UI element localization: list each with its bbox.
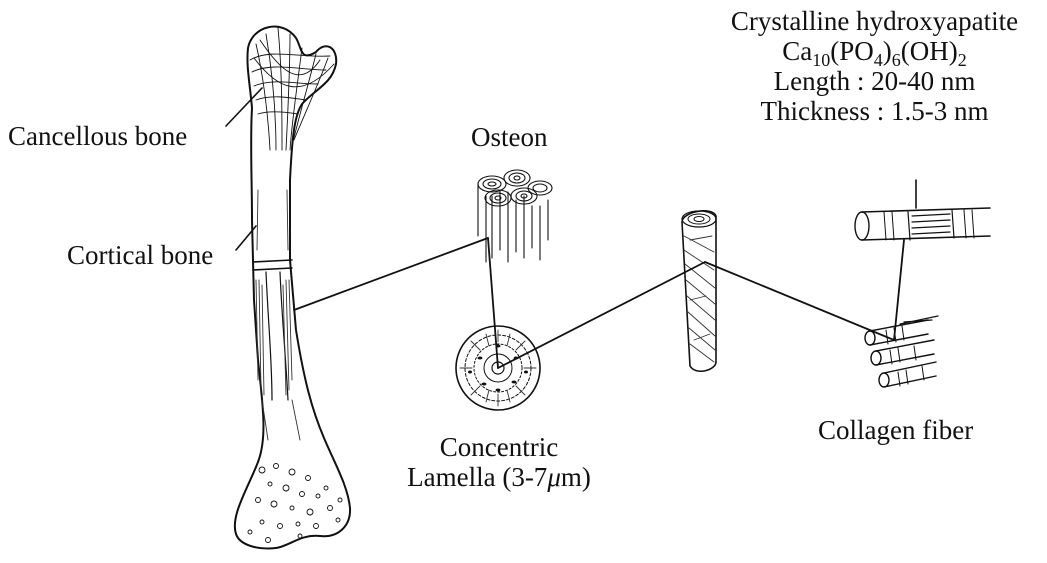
collagen-banding (886, 326, 924, 386)
connector-lamella-to-fibril (498, 262, 705, 368)
hydroxyapatite-label: Crystalline hydroxyapatite Ca10(PO4)6(OH… (702, 6, 1047, 126)
femur-illustration (235, 27, 350, 549)
hydroxyapatite-formula: Ca10(PO4)6(OH)2 (702, 36, 1047, 66)
mineralized-fibril-illustration (855, 180, 990, 240)
femur-trabecular-lattice (250, 28, 334, 150)
cancellous-leader-line (226, 88, 262, 126)
formula-ca: Ca (782, 36, 812, 66)
cancellous-bone-label: Cancellous bone (8, 121, 187, 151)
femur-outline (235, 27, 350, 549)
mu-symbol: μ (547, 462, 561, 492)
cortical-bone-label: Cortical bone (67, 240, 213, 270)
formula-oh: (OH) (901, 36, 958, 66)
osteon-label: Osteon (471, 122, 548, 152)
lamella-unit-text: m) (561, 462, 591, 492)
collagen-fiber-label: Collagen fiber (818, 415, 973, 445)
concentric-label-line2: Lamella (3-7μm) (374, 462, 624, 492)
crystal-plates (908, 210, 954, 240)
femur-cut-lines (253, 260, 292, 270)
collagen-fibers-illustration (865, 316, 938, 387)
concentric-label-line1: Concentric (374, 432, 624, 462)
connector-lines (294, 238, 904, 368)
femur-shaft-strokes (256, 190, 300, 440)
lamella-size-text: Lamella (3-7 (407, 462, 547, 492)
connector-fibril-to-collagen (705, 262, 894, 340)
connector-femur-to-osteon (294, 238, 488, 310)
osteon-rings (478, 170, 552, 206)
fibril-bundle-illustration (682, 211, 716, 371)
femur-distal-spongy (248, 464, 342, 543)
crystal-length: Length : 20-40 nm (702, 66, 1047, 96)
hydroxyapatite-title: Crystalline hydroxyapatite (702, 6, 1047, 36)
concentric-lamella-label: Concentric Lamella (3-7μm) (374, 432, 624, 492)
connector-osteon-to-lamella (488, 238, 498, 368)
crystal-thickness: Thickness : 1.5-3 nm (702, 96, 1047, 126)
formula-po: (PO (830, 36, 874, 66)
formula-paren: ) (883, 36, 892, 66)
fibril-banding (884, 210, 974, 240)
